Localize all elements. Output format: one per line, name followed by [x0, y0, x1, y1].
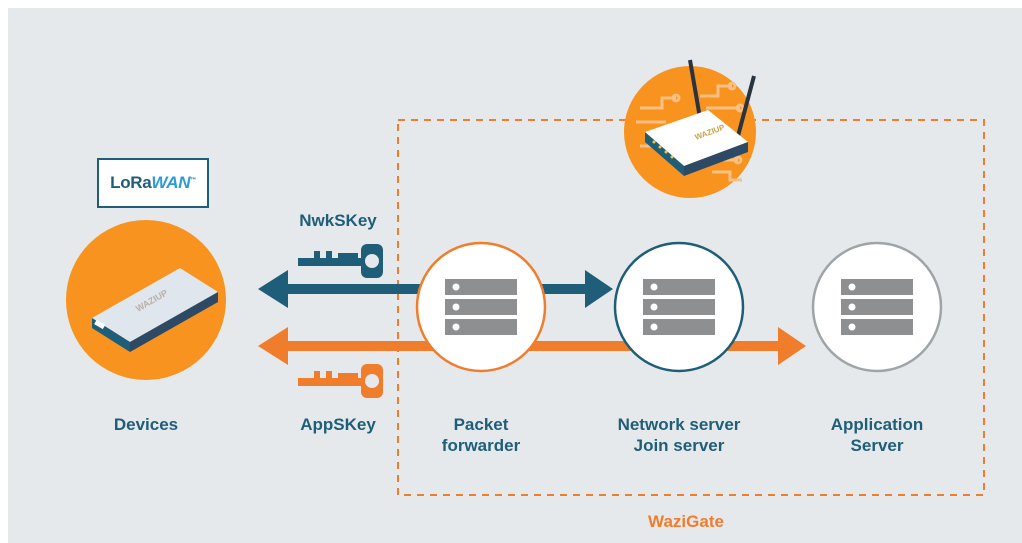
wazigate-label: WaziGate [648, 512, 724, 531]
logo-prefix: LoRa [110, 173, 152, 192]
nwkskey-label: NwkSKey [299, 211, 377, 230]
lorawan-device-icon: WAZIUP [66, 220, 226, 380]
appskey-arrow [258, 327, 806, 365]
network-server-line-1: Network server [617, 415, 741, 434]
network-server-label: Network server Join server [604, 414, 754, 456]
devices-label: Devices [113, 415, 179, 434]
application-server-line-2: Server [850, 436, 904, 455]
appskey-label: AppSKey [300, 415, 376, 434]
packet-forwarder-line-1: Packet [453, 415, 509, 434]
packet-forwarder-server-icon [415, 241, 547, 373]
appskey-key-icon [298, 364, 383, 398]
application-server-label: Application Server [812, 414, 942, 456]
network-server-line-2: Join server [633, 436, 725, 455]
packet-forwarder-line-2: forwarder [441, 436, 521, 455]
nwkskey-key-icon [298, 244, 383, 278]
packet-forwarder-label: Packet forwarder [421, 414, 541, 456]
application-server-line-1: Application [830, 415, 924, 434]
network-server-icon [613, 241, 745, 373]
logo-suffix: WAN [151, 173, 191, 192]
application-server-icon [811, 241, 943, 373]
lorawan-logo: LoRaWAN™ [97, 158, 209, 208]
wazigate-router-icon: WAZIUP [624, 59, 756, 198]
logo-trademark: ™ [190, 177, 196, 184]
